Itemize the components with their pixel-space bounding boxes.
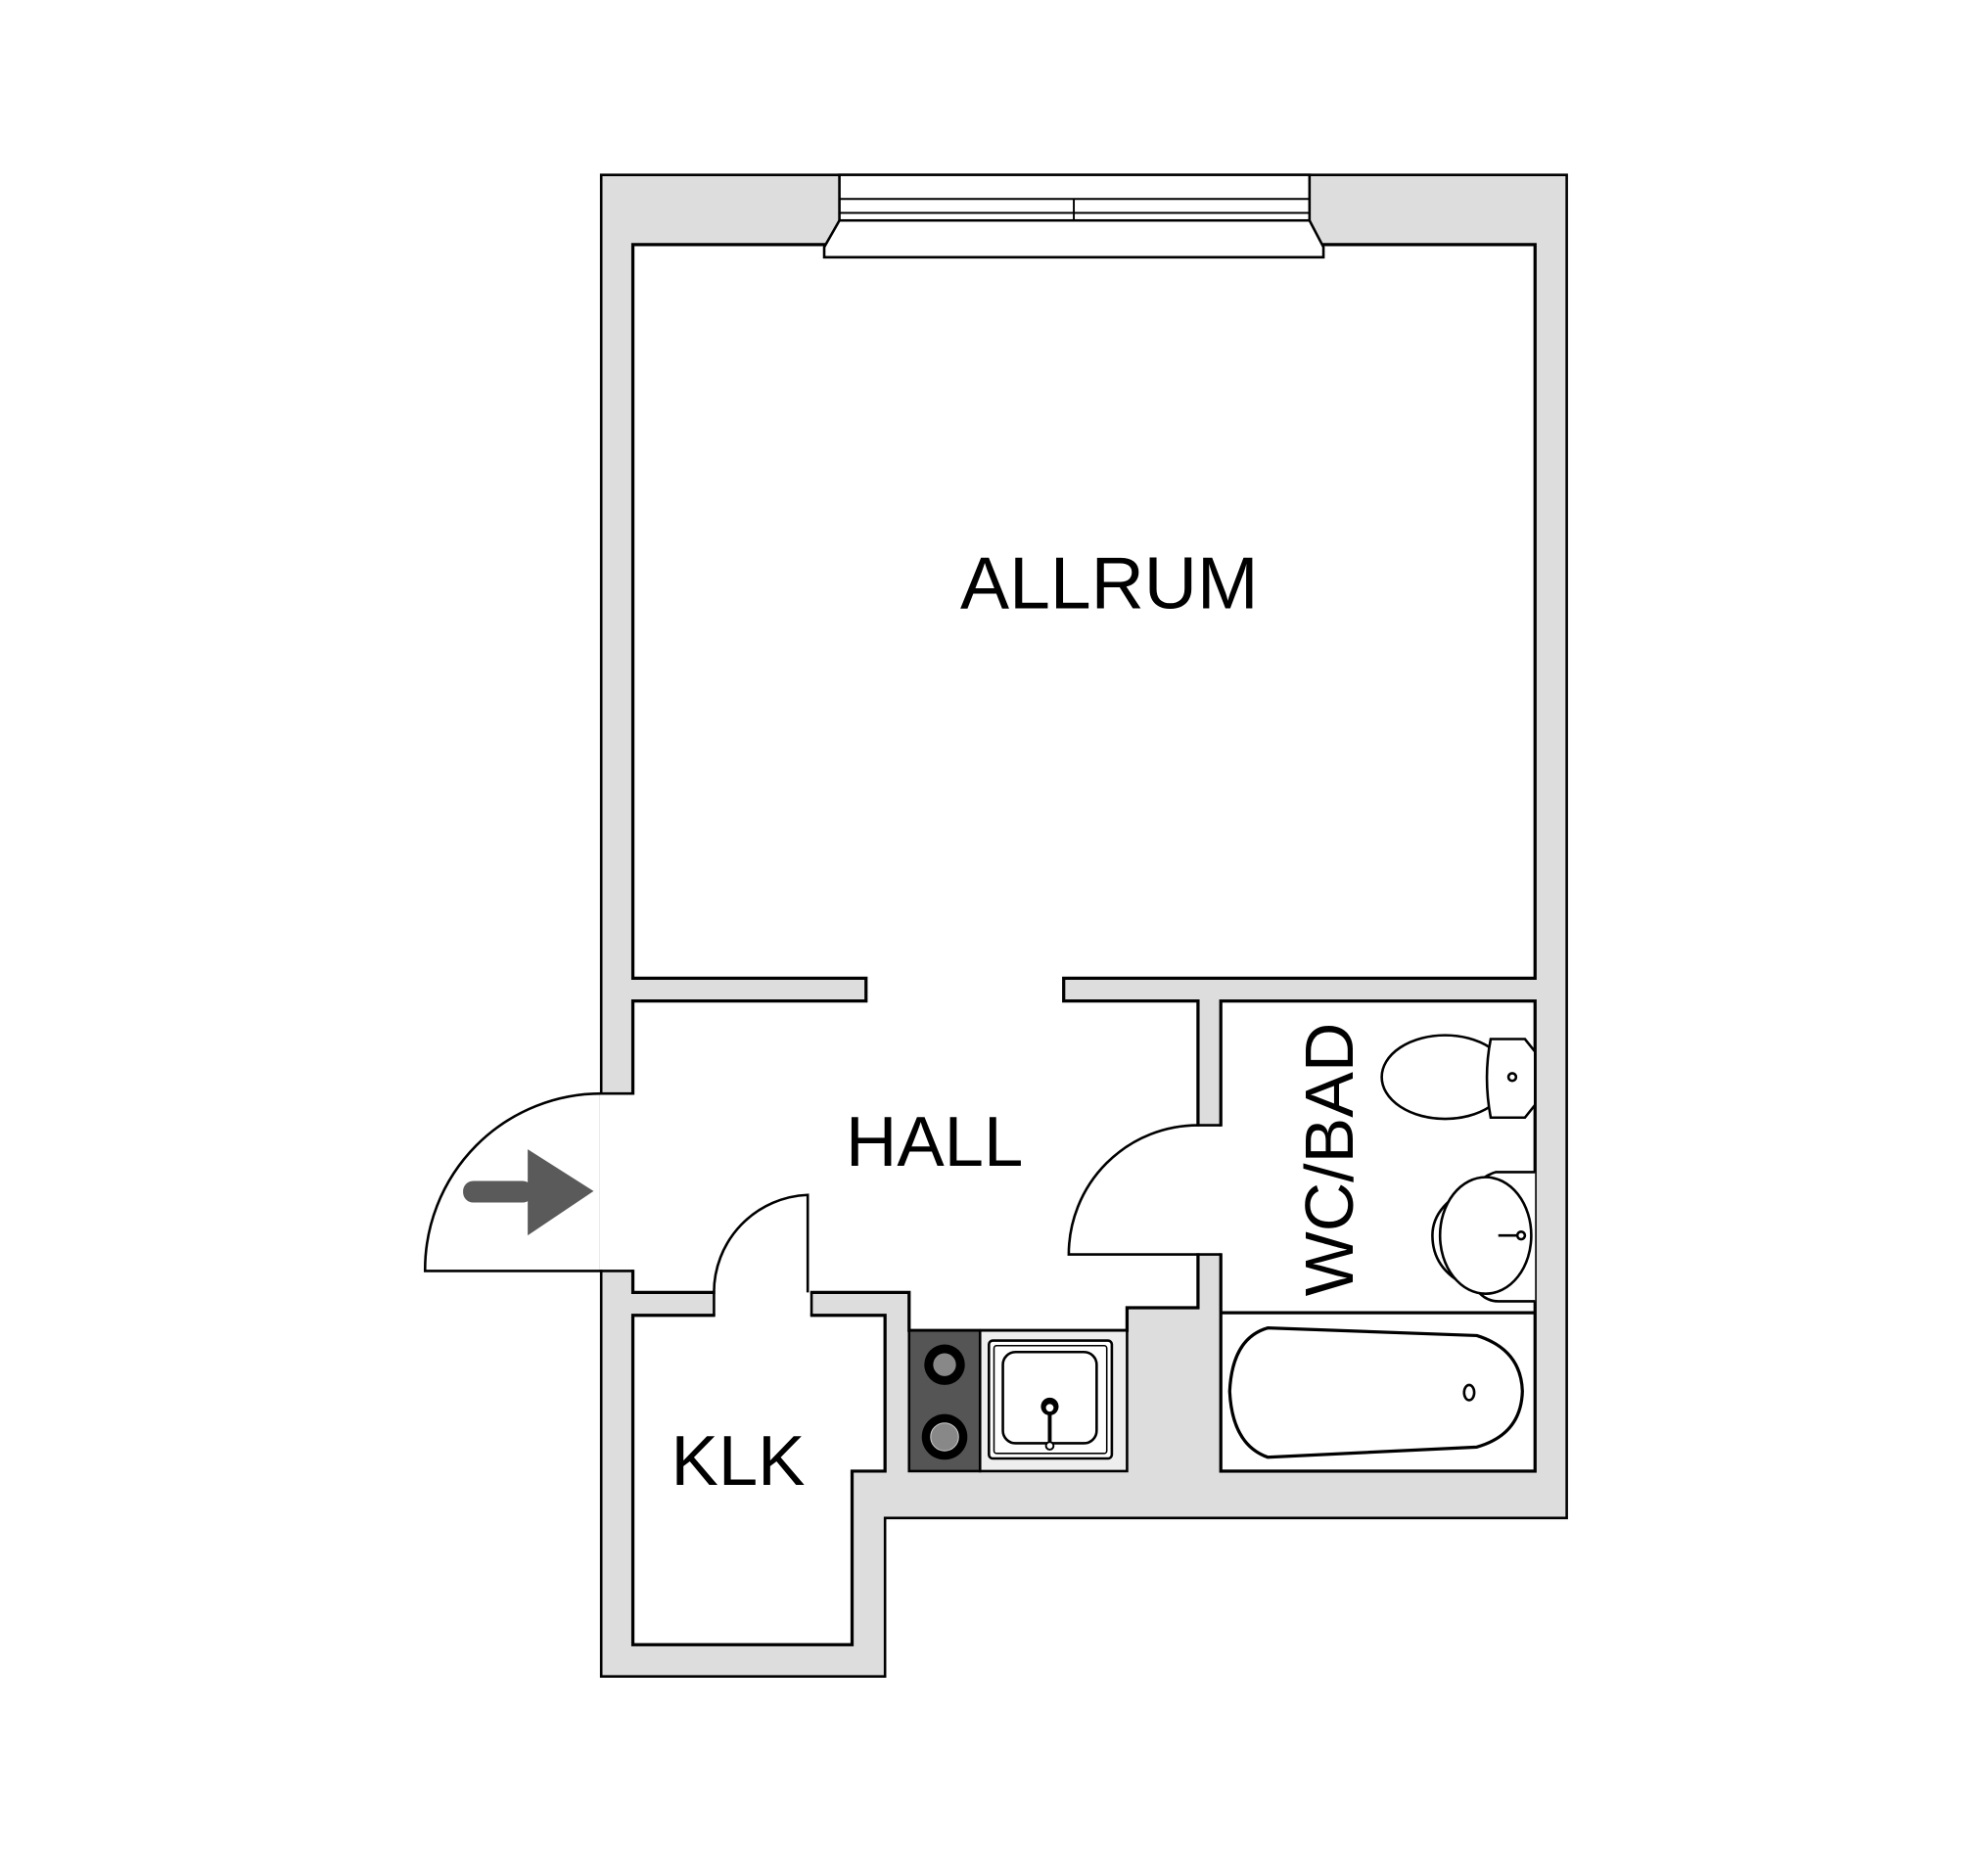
room-label-wc-bad: WC/BAD [1291,1023,1367,1297]
klk-door-swing [713,1193,809,1293]
wc-door-opening [1195,1126,1224,1254]
room-label-hall: HALL [846,1102,1023,1181]
bathtub [1227,1326,1524,1459]
entrance-door-swing [423,1091,602,1272]
kitchen-sink [978,1328,1129,1473]
klk-door-opening [715,1289,810,1318]
entrance-opening [599,1094,636,1271]
entrance-arrow-icon [463,1149,594,1236]
toilet [1380,1034,1537,1121]
window [822,173,1325,259]
washbasin [1431,1171,1536,1303]
wc-door-swing [1067,1124,1198,1256]
room-klk [630,1314,887,1646]
room-label-allrum: ALLRUM [960,541,1259,624]
room-label-klk: KLK [670,1421,805,1501]
stove [907,1328,982,1473]
